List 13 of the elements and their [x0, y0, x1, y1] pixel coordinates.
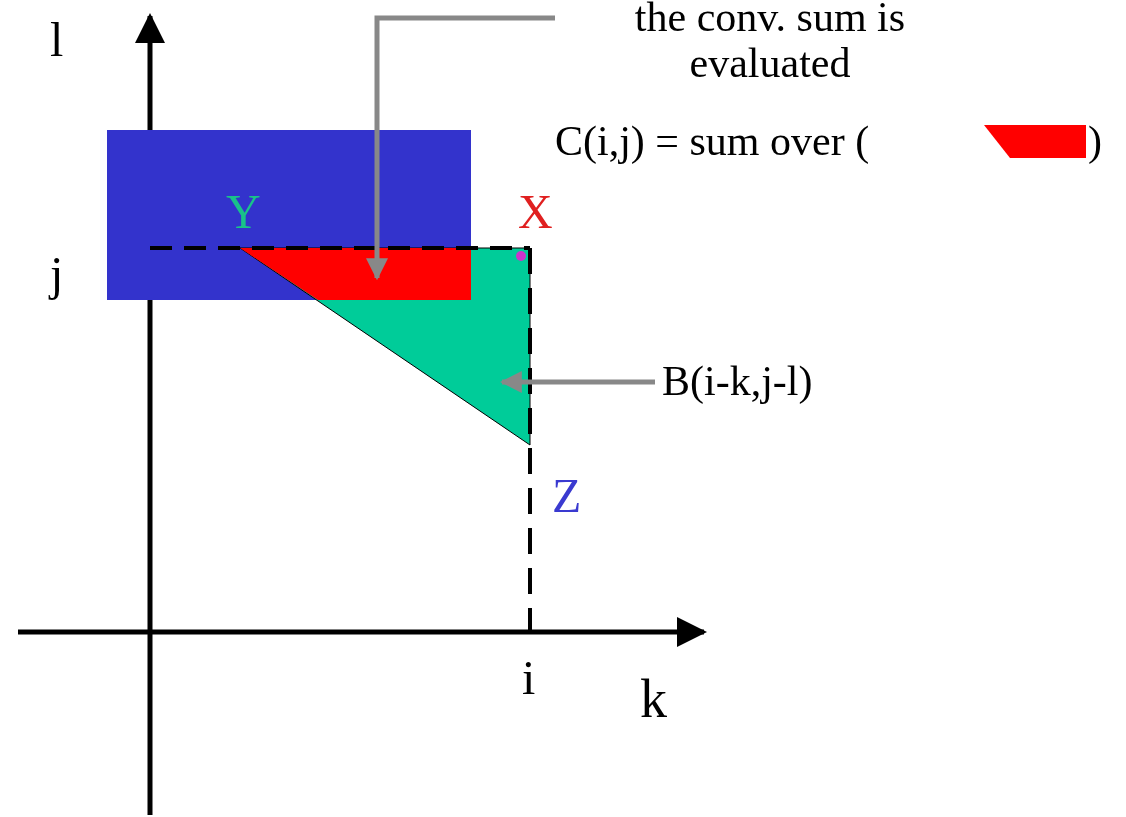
tick-label: j [50, 248, 64, 300]
axis-label: l [50, 14, 64, 66]
annotation-text: the conv. sum is evaluated [555, 0, 985, 86]
formula-text: ) [1088, 118, 1102, 164]
point-label: X [518, 186, 553, 238]
annotation-text: B(i-k,j-l) [662, 358, 922, 404]
tick-label: i [522, 652, 536, 704]
point-label: Y [226, 186, 261, 238]
point-label: Z [552, 470, 582, 522]
axis-label: k [640, 670, 667, 728]
leader-arrow [366, 15, 555, 281]
formula-text: C(i,j) = sum over ( [555, 118, 870, 164]
leader-arrow [499, 371, 655, 393]
